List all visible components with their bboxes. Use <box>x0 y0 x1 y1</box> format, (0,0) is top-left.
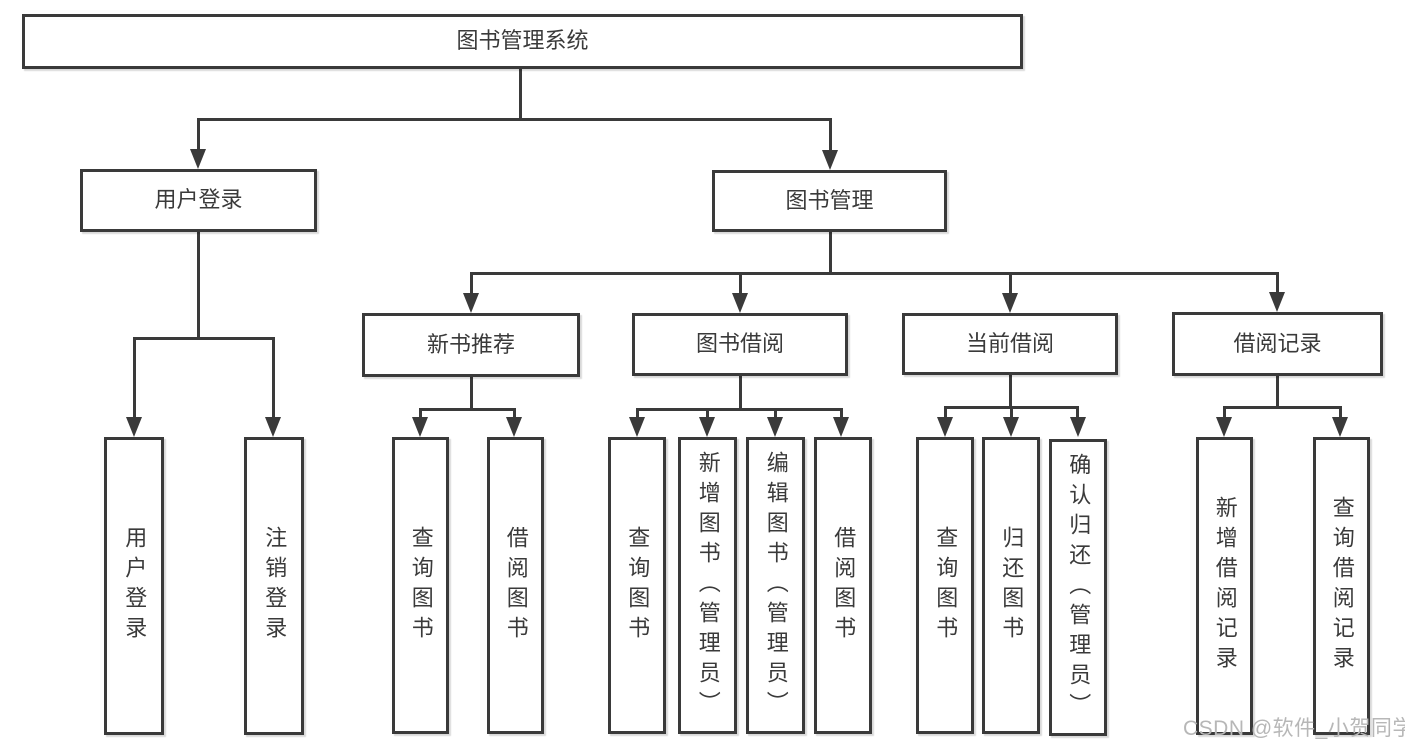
arrowhead-down-icon <box>126 417 142 437</box>
leaf-return-books: 归还图书 <box>982 437 1040 734</box>
connector-line <box>739 272 742 296</box>
arrowhead-down-icon <box>412 417 428 437</box>
arrowhead-down-icon <box>463 293 479 313</box>
connector-line <box>1276 376 1279 406</box>
connector-line <box>470 377 473 408</box>
arrowhead-down-icon <box>1216 417 1232 437</box>
connector-line <box>1223 406 1342 409</box>
connector-line <box>470 272 1279 275</box>
connector-line <box>774 408 777 420</box>
arrowhead-down-icon <box>506 417 522 437</box>
connector-line <box>197 118 832 121</box>
arrowhead-down-icon <box>699 417 715 437</box>
connector-line <box>513 408 516 420</box>
node-new-book-recommend: 新书推荐 <box>362 313 580 377</box>
leaf-borrow-books: 借阅图书 <box>814 437 872 734</box>
arrowhead-down-icon <box>1003 417 1019 437</box>
connector-line <box>829 232 832 272</box>
arrowhead-down-icon <box>732 293 748 313</box>
connector-line <box>419 408 422 420</box>
connector-line <box>197 232 200 337</box>
leaf-logout: 注销登录 <box>244 437 304 735</box>
arrowhead-down-icon <box>265 417 281 437</box>
arrowhead-down-icon <box>629 417 645 437</box>
connector-line <box>706 408 709 420</box>
leaf-borrow-books-recommend: 借阅图书 <box>487 437 544 734</box>
leaf-confirm-return-admin: 确认归还（管理员） <box>1049 439 1107 736</box>
connector-line <box>1010 406 1013 420</box>
leaf-query-books-current: 查询图书 <box>916 437 974 734</box>
watermark: CSDN @软件_小贺同学 <box>1183 717 1405 740</box>
arrowhead-down-icon <box>937 417 953 437</box>
connector-line <box>1076 406 1079 420</box>
leaf-add-books-admin: 新增图书（管理员） <box>678 437 737 734</box>
arrowhead-down-icon <box>767 417 783 437</box>
node-borrow-records: 借阅记录 <box>1172 312 1383 376</box>
connector-line <box>1276 272 1279 296</box>
leaf-edit-books-admin: 编辑图书（管理员） <box>746 437 805 734</box>
arrowhead-down-icon <box>1002 293 1018 313</box>
leaf-query-books-recommend: 查询图书 <box>392 437 449 734</box>
arrowhead-down-icon <box>190 149 206 169</box>
connector-line <box>840 408 843 420</box>
node-book-borrow: 图书借阅 <box>632 313 848 376</box>
connector-line <box>470 272 473 296</box>
connector-line <box>739 376 742 408</box>
arrowhead-down-icon <box>1070 417 1086 437</box>
leaf-query-books-borrow: 查询图书 <box>608 437 666 734</box>
connector-line <box>1009 375 1012 406</box>
connector-line <box>419 408 516 411</box>
arrowhead-down-icon <box>822 150 838 170</box>
connector-line <box>272 337 275 420</box>
arrowhead-down-icon <box>1332 417 1348 437</box>
connector-line <box>636 408 639 420</box>
connector-line <box>636 408 843 411</box>
connector-line <box>197 118 200 152</box>
leaf-user-login: 用户登录 <box>104 437 164 735</box>
connector-line <box>1009 272 1012 296</box>
leaf-query-borrow-record: 查询借阅记录 <box>1313 437 1370 735</box>
node-root: 图书管理系统 <box>22 14 1023 69</box>
connector-line <box>829 118 832 152</box>
node-user-login: 用户登录 <box>80 169 317 232</box>
leaf-add-borrow-record: 新增借阅记录 <box>1196 437 1253 735</box>
connector-line <box>133 337 275 340</box>
arrowhead-down-icon <box>833 417 849 437</box>
connector-line <box>1339 406 1342 420</box>
connector-line <box>1223 406 1226 420</box>
node-current-borrow: 当前借阅 <box>902 313 1118 375</box>
node-book-management: 图书管理 <box>712 170 947 232</box>
connector-line <box>944 406 947 420</box>
arrowhead-down-icon <box>1269 292 1285 312</box>
connector-line <box>133 337 136 420</box>
connector-line <box>519 69 522 118</box>
